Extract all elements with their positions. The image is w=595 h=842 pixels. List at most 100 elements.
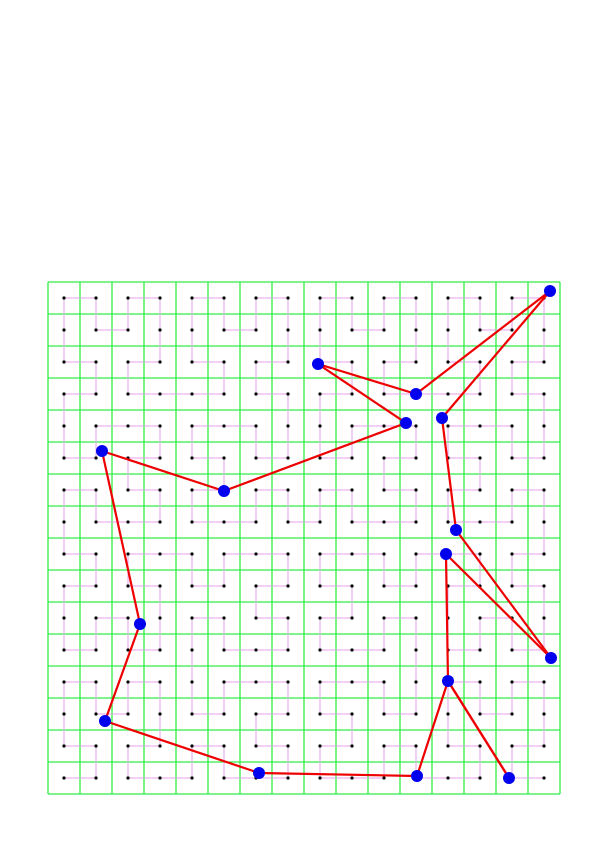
grid-point <box>94 296 98 300</box>
grid-point <box>510 584 514 588</box>
grid-point <box>542 616 546 620</box>
grid-point <box>286 776 290 780</box>
grid-point <box>94 392 98 396</box>
grid-point <box>222 680 226 684</box>
grid-point <box>286 424 290 428</box>
grid-point <box>542 712 546 716</box>
grid-point <box>478 552 482 556</box>
grid-point <box>254 648 258 652</box>
grid-point <box>222 712 226 716</box>
grid-point <box>350 680 354 684</box>
grid-point <box>350 424 354 428</box>
grid-point <box>94 744 98 748</box>
grid-point <box>126 424 130 428</box>
grid-point <box>510 296 514 300</box>
route-node <box>411 770 423 782</box>
grid-point <box>62 296 66 300</box>
grid-point <box>126 584 130 588</box>
grid-point <box>318 296 322 300</box>
grid-point <box>542 552 546 556</box>
grid-point <box>318 392 322 396</box>
grid-point <box>542 360 546 364</box>
grid-point <box>286 616 290 620</box>
grid-point <box>446 360 450 364</box>
grid-point <box>254 360 258 364</box>
route-node <box>450 524 462 536</box>
grid-point <box>510 552 514 556</box>
grid-point <box>542 392 546 396</box>
grid-point <box>94 616 98 620</box>
grid-point <box>446 776 450 780</box>
grid-point <box>62 776 66 780</box>
grid-point <box>254 744 258 748</box>
grid-point <box>318 424 322 428</box>
grid-point <box>94 424 98 428</box>
route-node <box>134 618 146 630</box>
grid-point <box>158 456 162 460</box>
grid-point <box>510 712 514 716</box>
grid-point <box>190 744 194 748</box>
grid-point <box>286 744 290 748</box>
route-segment <box>415 679 450 778</box>
grid-point <box>510 520 514 524</box>
grid-point <box>414 584 418 588</box>
grid-point <box>94 648 98 652</box>
grid-point <box>222 584 226 588</box>
grid-point <box>510 680 514 684</box>
route-segment <box>440 416 458 532</box>
route-node <box>400 417 412 429</box>
route-segment <box>100 449 142 626</box>
route-segment <box>100 449 226 493</box>
route-node <box>440 548 452 560</box>
grid-point <box>126 360 130 364</box>
grid-point <box>222 456 226 460</box>
grid-point <box>478 328 482 332</box>
hilbert-curve <box>63 297 545 779</box>
grid-point <box>382 776 386 780</box>
grid-point <box>318 328 322 332</box>
grid-point <box>414 680 418 684</box>
grid-point <box>286 328 290 332</box>
grid-point <box>478 648 482 652</box>
grid-point <box>94 584 98 588</box>
grid-point <box>62 584 66 588</box>
grid-point <box>254 328 258 332</box>
grid-point <box>414 488 418 492</box>
grid-point <box>126 648 130 652</box>
grid-point <box>446 328 450 332</box>
route-segment <box>316 362 408 425</box>
grid-point <box>478 616 482 620</box>
grid-point <box>350 616 354 620</box>
grid-point <box>222 328 226 332</box>
grid-point <box>446 392 450 396</box>
grid-point <box>382 296 386 300</box>
grid-point <box>542 680 546 684</box>
grid-point <box>414 456 418 460</box>
grid-point <box>350 488 354 492</box>
grid-point <box>190 584 194 588</box>
grid-point <box>94 552 98 556</box>
grid-point <box>222 776 226 780</box>
grid-point <box>62 616 66 620</box>
grid-point <box>126 776 130 780</box>
grid-point <box>478 520 482 524</box>
grid-point <box>190 456 194 460</box>
grid-point <box>318 744 322 748</box>
grid-point <box>414 360 418 364</box>
route-segment <box>446 679 511 780</box>
grid-point <box>478 424 482 428</box>
grid-point <box>542 424 546 428</box>
grid-point <box>62 648 66 652</box>
grid-point <box>478 744 482 748</box>
grid-point <box>318 680 322 684</box>
grid-point <box>446 296 450 300</box>
grid-point <box>126 392 130 396</box>
grid-point <box>62 520 66 524</box>
grid-point <box>382 328 386 332</box>
grid-point <box>62 712 66 716</box>
grid-point <box>510 648 514 652</box>
grid-point <box>414 296 418 300</box>
grid-point <box>62 360 66 364</box>
grid-point <box>542 744 546 748</box>
